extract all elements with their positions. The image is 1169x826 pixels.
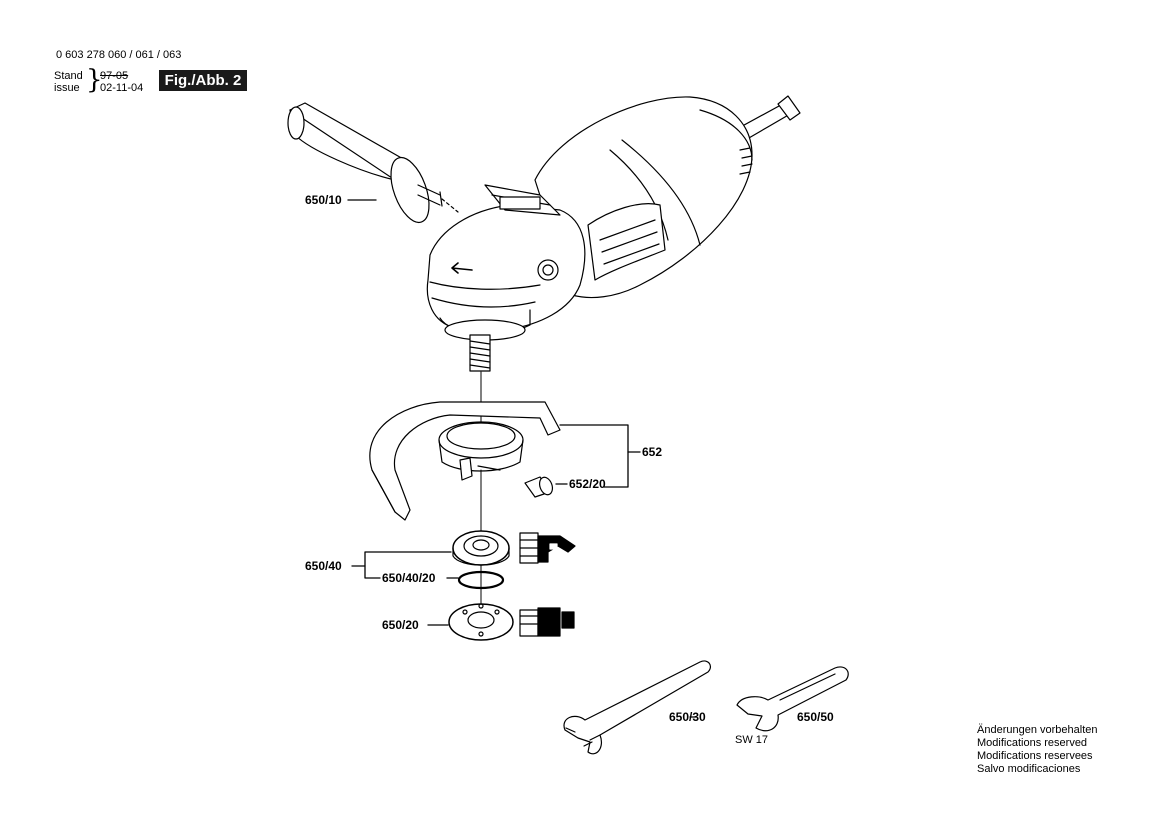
pin-spanner-illustration: [563, 660, 712, 755]
notice-line-en: Modifications reserved: [977, 737, 1088, 749]
callout-o-ring: 650/40/20: [382, 571, 436, 585]
flange-nut-illustration: [452, 530, 510, 566]
o-ring-illustration: [457, 570, 505, 590]
callout-handle: 650/10: [305, 193, 342, 207]
open-spanner-illustration: [736, 666, 849, 732]
notice-line-de: Änderungen vorbehalten: [977, 724, 1098, 736]
mounting-flange-section-icon: [519, 607, 575, 637]
issue-label: issue: [54, 82, 80, 94]
wheel-guard-illustration: [369, 401, 561, 521]
spanner-size-label: SW 17: [735, 734, 769, 746]
notice-line-es: Salvo modificaciones: [977, 763, 1081, 775]
stand-date: 97-05: [100, 70, 129, 82]
stand-label: Stand: [54, 70, 83, 82]
callout-guard-screw: 652/20: [569, 477, 606, 491]
callout-guard: 652: [642, 445, 663, 459]
issue-date: 02-11-04: [100, 82, 144, 94]
callout-flange-nut: 650/40: [305, 559, 342, 573]
guard-screw-illustration: [524, 476, 554, 498]
brace-icon: }: [86, 65, 103, 95]
modifications-notice: Änderungen vorbehalten Modifications res…: [977, 724, 1097, 776]
callout-mounting-flange: 650/20: [382, 618, 419, 632]
notice-line-fr: Modifications reservees: [977, 750, 1093, 762]
figure-badge: Fig./Abb. 2: [159, 70, 247, 91]
auxiliary-handle-illustration: [287, 102, 459, 224]
angle-grinder-illustration: [426, 95, 801, 372]
callout-pin-spanner: 650/30: [669, 710, 706, 724]
callout-open-spanner: 650/50: [797, 710, 834, 724]
part-numbers: 0 603 278 060 / 061 / 063: [56, 49, 182, 61]
flange-nut-section-icon: [519, 532, 576, 564]
mounting-flange-illustration: [448, 603, 514, 641]
